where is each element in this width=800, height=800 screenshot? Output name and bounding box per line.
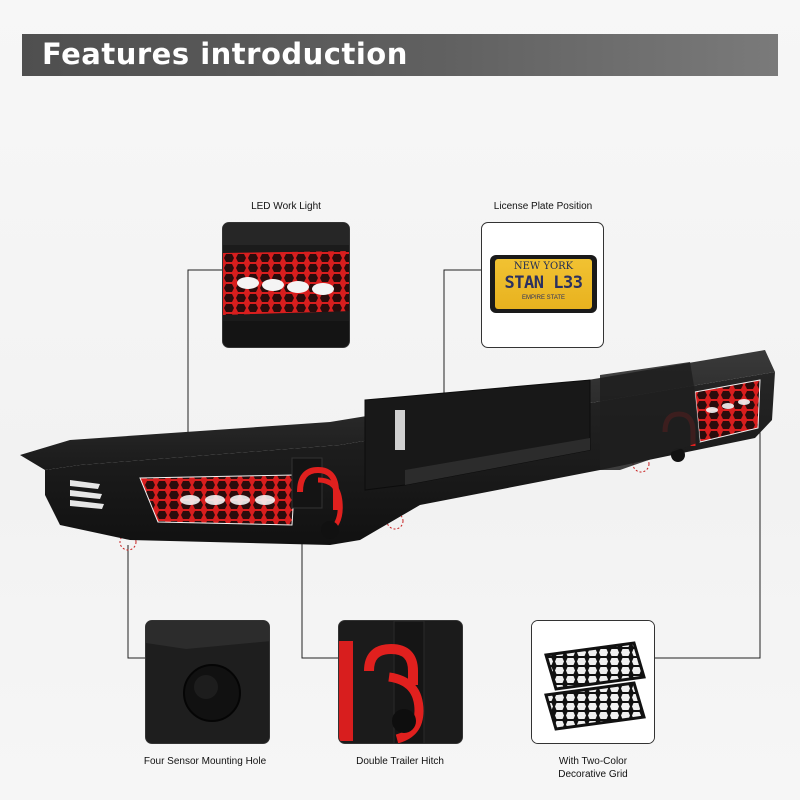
- label-decorative-grid-line2: Decorative Grid: [558, 769, 628, 780]
- sensor-mounting-hole-image: [146, 621, 269, 743]
- label-decorative-grid-line1: With Two-Color: [558, 756, 628, 767]
- callout-sensor-mounting-hole: [145, 620, 270, 744]
- label-license-plate-position: License Plate Position: [493, 201, 593, 212]
- decorative-grid-image: [532, 621, 654, 743]
- callout-led-work-light: [222, 222, 350, 348]
- plate-number: STAN L33: [504, 273, 583, 293]
- callout-double-trailer-hitch: [338, 620, 463, 744]
- label-sensor-mounting-hole: Four Sensor Mounting Hole: [143, 756, 267, 767]
- double-trailer-hitch-image: [339, 621, 462, 743]
- label-double-trailer-hitch: Double Trailer Hitch: [356, 756, 444, 767]
- plate-slogan: EMPIRE STATE: [521, 295, 566, 301]
- page-title: Features introduction: [42, 37, 408, 71]
- callout-decorative-grid: [531, 620, 655, 744]
- title-bar: Features introduction: [22, 34, 778, 76]
- license-plate: NEW YORK STAN L33 EMPIRE STATE: [490, 255, 597, 313]
- callout-license-plate: NEW YORK STAN L33 EMPIRE STATE: [481, 222, 604, 348]
- plate-state: NEW YORK: [513, 261, 574, 272]
- led-work-light-image: [223, 223, 349, 347]
- label-led-work-light: LED Work Light: [251, 201, 321, 212]
